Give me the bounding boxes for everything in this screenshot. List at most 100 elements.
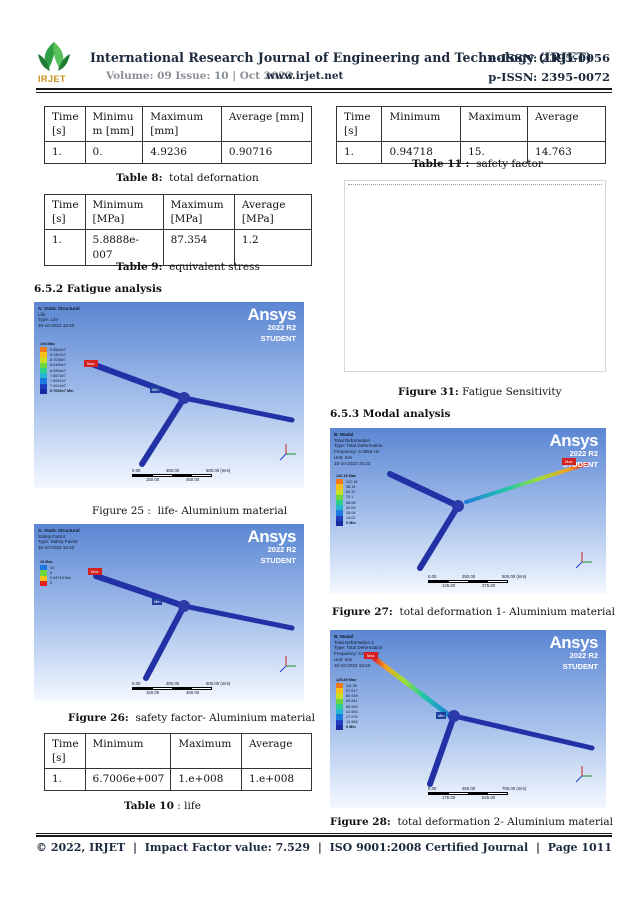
table-cell: 1. — [44, 768, 86, 791]
legend-label: 8.0856e7 — [50, 368, 66, 373]
axis-triad-icon — [575, 766, 592, 783]
footer-separator: | — [535, 841, 540, 854]
table-cell: Average — [527, 105, 606, 143]
e-issn: e-ISSN: 2395-0056 — [489, 51, 610, 65]
legend-entry: 0.94718 Min — [40, 575, 71, 581]
legend-entry: 83.929 — [336, 693, 358, 699]
result-info-line: Frequency: 4.0866 Hz — [334, 651, 380, 657]
scale-label: 0.00 — [132, 681, 141, 686]
legend-entry: 9.1407e7 — [40, 352, 73, 358]
scale-label: 250.00 — [462, 574, 476, 579]
result-info-line: 15-10-2022 15:33 — [38, 323, 75, 329]
legend-title: 15 Max — [40, 560, 53, 564]
legend-swatch — [40, 580, 47, 586]
result-info-line: Total Deformation — [334, 437, 371, 443]
logo-text: IRJET — [38, 74, 67, 84]
table-cell: 1. — [44, 229, 86, 266]
legend-entry: 0 Min — [336, 724, 358, 730]
legend-entry: 14.02 — [336, 515, 357, 521]
legend-swatch — [336, 688, 343, 694]
legend-label: 112.16 — [346, 479, 358, 484]
legend-entry: 27.976 — [336, 714, 358, 720]
legend-swatch — [40, 367, 47, 374]
legend-label: 42.06 — [346, 505, 356, 510]
table-cell: 0.90716 — [220, 141, 313, 164]
scale-label: 600.00 (mm) — [206, 468, 231, 473]
scale-ruler — [428, 792, 508, 795]
legend-swatch — [336, 499, 343, 506]
legend-label: 98.14 — [346, 484, 356, 489]
figure-fatigue-sensitivity — [344, 180, 606, 372]
result-info-line: A: Static Structural — [38, 528, 80, 533]
ansys-brand: Ansys 2022 R2 STUDENT — [247, 305, 296, 343]
legend-label: 7.0014e7 — [50, 384, 66, 389]
scale-label: 500.00 (mm) — [502, 574, 527, 579]
table-cell: Time [s] — [44, 105, 86, 143]
legend-label: 5 — [50, 570, 53, 575]
max-marker: Max — [88, 568, 102, 575]
max-marker: Max — [562, 458, 576, 465]
table-cell: 6.7006e+007 — [84, 768, 172, 791]
table-header-row: Time [s]Minimu m [mm]Maximum [mm]Average… — [44, 105, 313, 143]
legend-label: 55.953 — [346, 704, 358, 709]
caption-table-10: Table 10 : life — [124, 800, 201, 812]
legend-swatch — [336, 693, 343, 699]
table-header-row: Time [s]Minimum [MPa]Maximum [MPa]Averag… — [44, 193, 313, 231]
scale-label: 450.00 — [186, 690, 200, 695]
scale-label: 0.00 — [132, 468, 141, 473]
legend-entry: 84.12 — [336, 489, 357, 495]
table-cell: 1.2 — [233, 229, 313, 266]
legend-swatch — [336, 484, 343, 490]
legend-label: 97.917 — [346, 688, 358, 693]
legend-entry: 41.964 — [336, 709, 358, 715]
max-marker: Max — [364, 652, 378, 659]
caption-figure-26: Figure 26: safety factor- Aluminium mate… — [68, 712, 316, 724]
legend-entry: 97.917 — [336, 688, 358, 694]
legend-label: 0 Min — [346, 725, 356, 730]
legend-entry: 56.08 — [336, 499, 357, 506]
table-cell: Time [s] — [335, 105, 383, 143]
legend-label: 13.988 — [346, 720, 358, 725]
footer-separator: | — [132, 841, 137, 854]
legend-label: 83.929 — [346, 694, 358, 699]
legend-label: 0 Min — [346, 521, 356, 526]
result-info-line: B: Modal — [334, 432, 354, 437]
legend-entry: 8.7036e7 — [40, 357, 73, 363]
table-cell: 14.763 — [527, 141, 606, 164]
scale-ruler — [132, 474, 212, 477]
table-cell: 1.e+008 — [170, 768, 242, 791]
scale-label: 700.00 (mm) — [502, 786, 527, 791]
legend-entry: 13.988 — [336, 719, 358, 725]
legend-swatch — [336, 709, 343, 715]
table-cell: Average — [240, 732, 313, 770]
legend-entry: 7.0014e7 — [40, 383, 73, 389]
table-cell: Maximum [MPa] — [162, 193, 235, 231]
result-info-line: Total Deformation 2 — [334, 639, 374, 645]
legend-label: 0 — [50, 581, 53, 586]
caption-figure-28: Figure 28: total deformation 2- Aluminiu… — [330, 816, 613, 828]
result-info-line: B: Modal — [334, 634, 354, 639]
legend-label: 56.08 — [346, 500, 356, 505]
legend-swatch — [40, 362, 47, 368]
section-fatigue-analysis: 6.5.2 Fatigue analysis — [34, 283, 162, 295]
legend-swatch — [336, 698, 343, 704]
legend-swatch — [40, 373, 47, 379]
legend-swatch — [336, 515, 343, 521]
fan-blade-model — [93, 573, 296, 681]
website-link[interactable]: www.irjet.net — [266, 70, 344, 82]
legend-label: 9.1407e7 — [50, 352, 66, 357]
table-cell: Maximum — [170, 732, 242, 770]
legend-entry: 42.06 — [336, 505, 357, 511]
legend-entry: 9.5669e7 — [40, 347, 73, 353]
legend-entry: 7.5081e7 — [40, 378, 73, 384]
footer-separator: | — [317, 841, 322, 854]
legend-entry: 10 — [40, 565, 71, 571]
table-cell: 1. — [44, 141, 86, 164]
scale-label: 350.00 — [462, 786, 476, 791]
